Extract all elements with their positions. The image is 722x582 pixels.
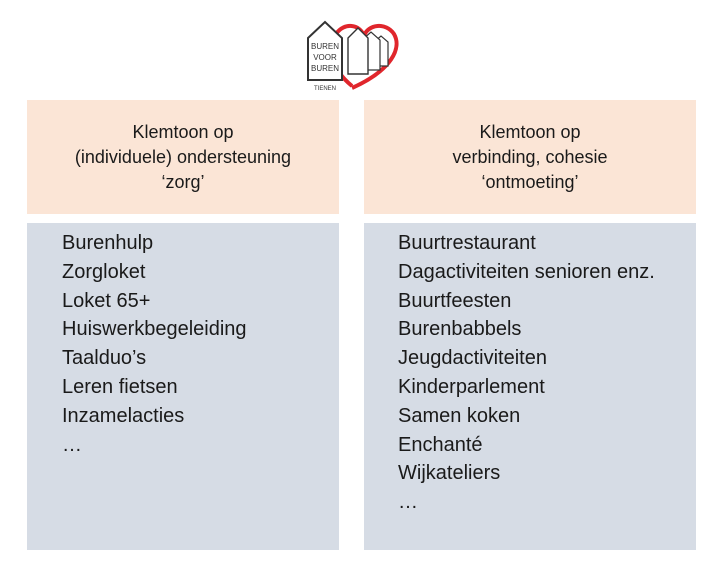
list-item: Kinderparlement: [398, 375, 545, 398]
list-item: Loket 65+: [62, 289, 151, 312]
logo-graphic: BUREN VOOR BUREN TIENEN: [307, 20, 399, 92]
list-item: Buurtfeesten: [398, 289, 512, 312]
list-item: Leren fietsen: [62, 375, 178, 398]
list-item: Jeugdactiviteiten: [398, 347, 547, 370]
right-header-line2: verbinding, cohesie: [452, 146, 608, 167]
left-header-line3: ‘zorg’: [161, 171, 205, 192]
logo-line3: BUREN: [311, 64, 339, 73]
left-header-line1: Klemtoon op: [132, 121, 234, 142]
right-header-line3: ‘ontmoeting’: [481, 171, 579, 192]
list-item: Burenbabbels: [398, 318, 522, 341]
logo-line1: BUREN: [311, 42, 339, 51]
list-item: Burenhulp: [62, 232, 154, 254]
list-item: Taalduo’s: [62, 347, 147, 370]
list-item: Huiswerkbegeleiding: [62, 318, 247, 341]
house-icon-small-1: [347, 27, 369, 75]
right-list: Buurtrestaurant Dagactiviteiten senioren…: [364, 223, 696, 550]
list-item: Wijkateliers: [398, 462, 501, 485]
logo: BUREN VOOR BUREN TIENEN: [300, 16, 404, 96]
left-header-line2: (individuele) ondersteuning: [74, 146, 292, 167]
list-item: Buurtrestaurant: [398, 232, 536, 254]
left-header: Klemtoon op (individuele) ondersteuning …: [27, 100, 339, 214]
logo-subtitle: TIENEN: [314, 86, 336, 92]
logo-line2: VOOR: [313, 53, 337, 62]
list-item: Zorgloket: [62, 260, 146, 283]
left-list: Burenhulp Zorgloket Loket 65+ Huiswerkbe…: [27, 223, 339, 550]
list-item: Dagactiviteiten senioren enz.: [398, 260, 655, 283]
list-item: Samen koken: [398, 404, 521, 427]
house-icon: BUREN VOOR BUREN: [307, 20, 343, 81]
list-item: Inzamelacties: [62, 404, 185, 427]
list-item: Enchanté: [398, 433, 483, 456]
right-header: Klemtoon op verbinding, cohesie ‘ontmoet…: [364, 100, 696, 214]
list-item: …: [62, 433, 82, 456]
list-item: …: [398, 491, 418, 514]
right-header-line1: Klemtoon op: [479, 121, 581, 142]
